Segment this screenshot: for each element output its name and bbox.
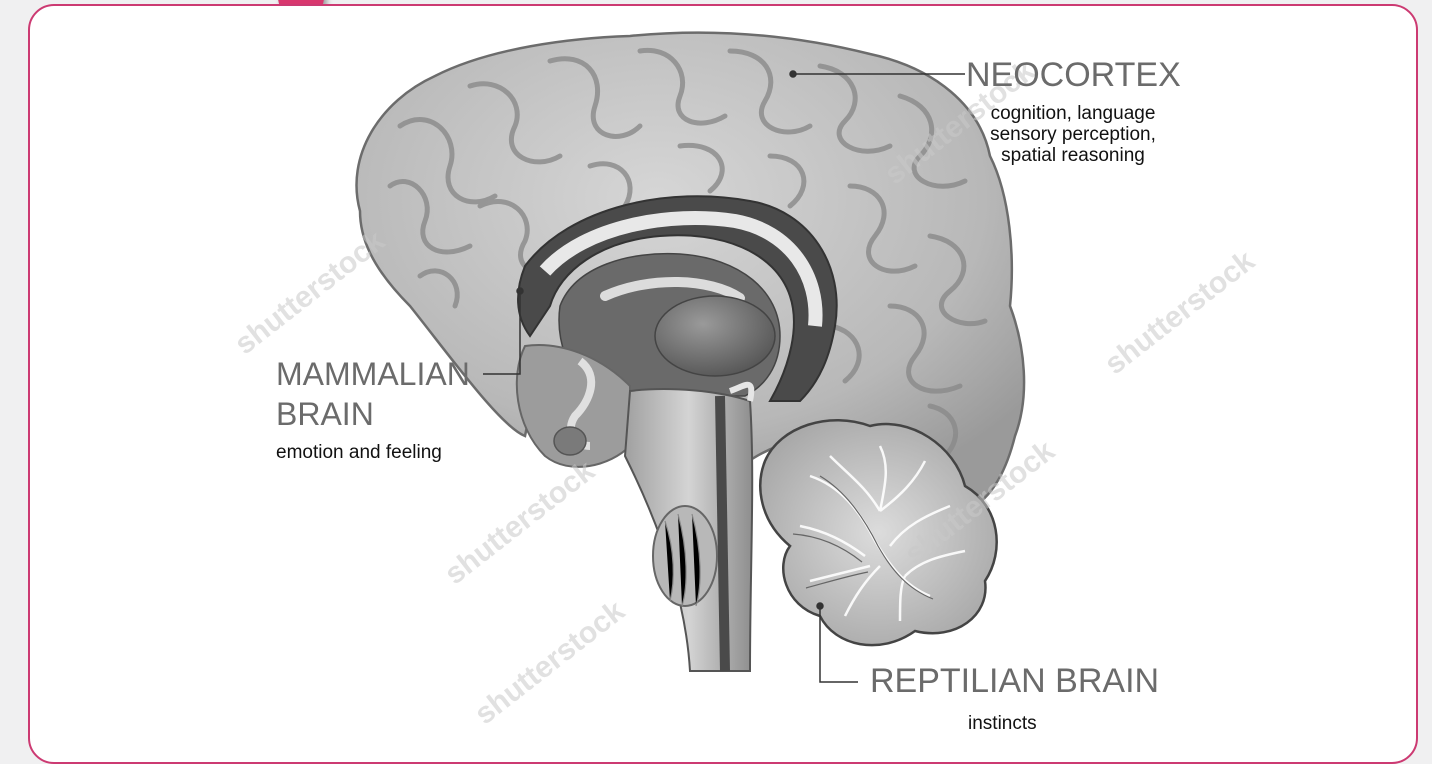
neocortex-desc: cognition, language sensory perception, … [958,103,1188,166]
neocortex-desc-line: cognition, language [958,103,1188,124]
neocortex-desc-line: spatial reasoning [958,145,1188,166]
brain-diagram [30,6,1418,764]
neocortex-desc-line: sensory perception, [958,124,1188,145]
mammalian-title-line2: BRAIN [276,396,374,433]
neocortex-title: NEOCORTEX [966,56,1181,95]
reptilian-title: REPTILIAN BRAIN [870,662,1159,701]
mammalian-title-line1: MAMMALIAN [276,356,470,393]
diagram-card: shutterstock shutterstock shutterstock s… [28,4,1418,764]
mammalian-desc: emotion and feeling [276,442,442,463]
reptilian-desc: instincts [968,713,1037,734]
